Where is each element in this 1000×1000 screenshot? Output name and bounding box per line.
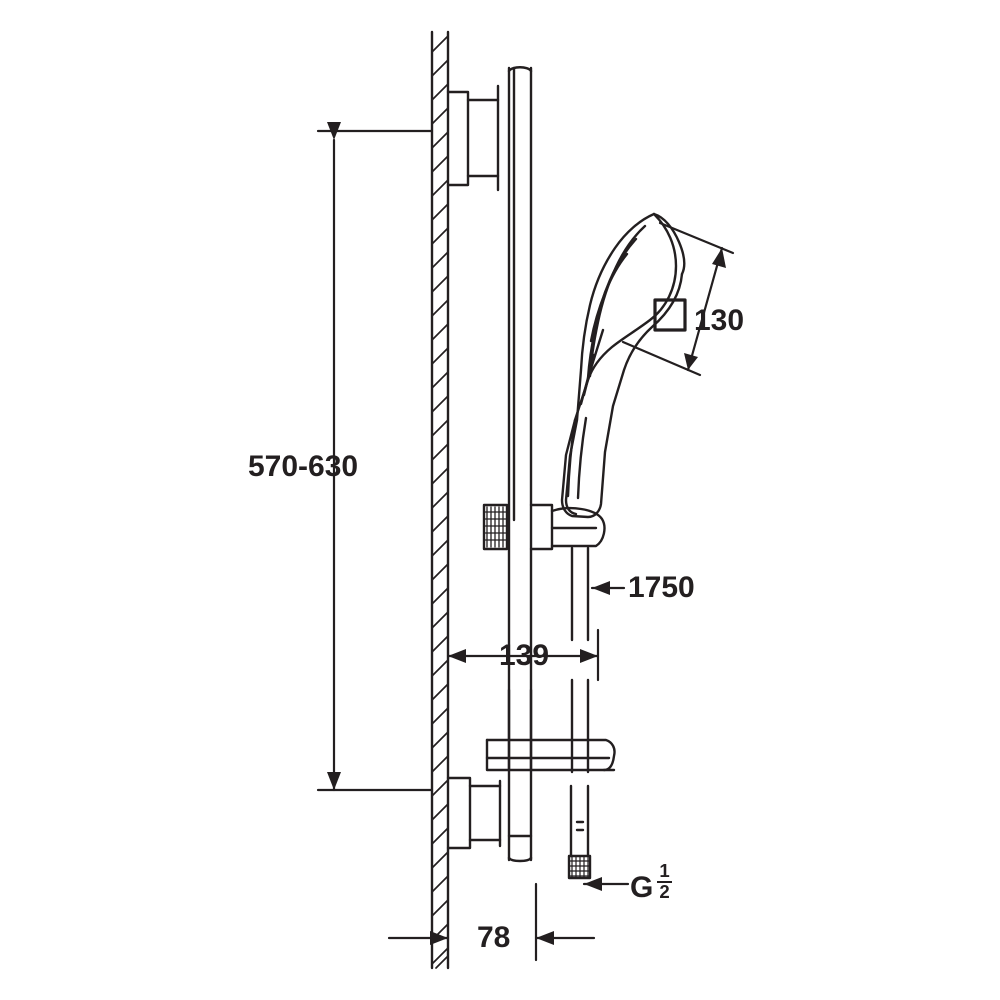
dimension-label-wall-bracket: 78: [477, 921, 511, 954]
soap-shelf: [485, 688, 616, 772]
hose-connector: [567, 854, 592, 880]
dimension-hose-length: [590, 581, 626, 595]
shower-hose-lower: [569, 678, 590, 858]
dimension-label-projection: 139: [499, 639, 550, 672]
shower-hose-upper: [570, 546, 590, 642]
wall-section: [430, 30, 450, 970]
dimension-rail-height: [316, 122, 434, 792]
dimension-label-spray-head: 130: [694, 304, 745, 337]
thread-fraction-numerator: 1: [657, 860, 672, 883]
bottom-wall-bracket: [446, 776, 533, 863]
dimension-spray-head: [621, 221, 735, 377]
sliding-holder: [482, 503, 606, 551]
dimension-label-hose-length: 1750: [628, 571, 695, 604]
dimension-wall-bracket: [387, 882, 596, 962]
top-wall-bracket: [446, 84, 500, 192]
thread-fraction-denominator: 2: [659, 880, 670, 902]
thread-letter: G: [630, 871, 654, 905]
dimension-projection: [446, 628, 600, 682]
dimension-thread: [582, 877, 630, 891]
holder-knurling: [483, 506, 508, 548]
hand-shower: [560, 212, 686, 519]
dimension-label-rail-height: 570-630: [248, 450, 359, 483]
